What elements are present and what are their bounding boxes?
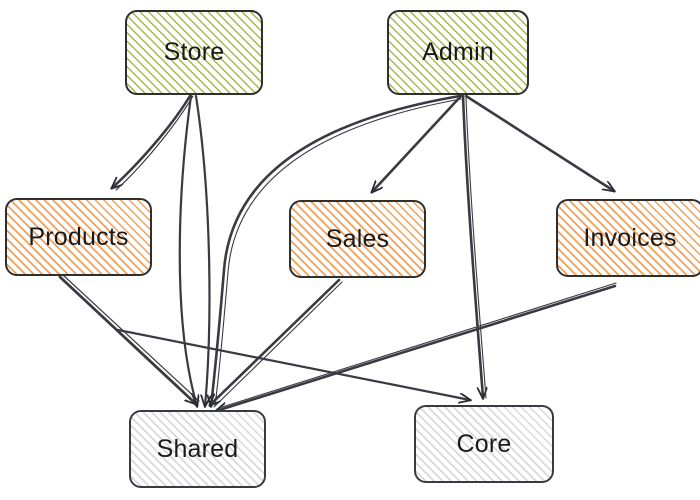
edge-store-products-shadow bbox=[115, 95, 194, 191]
edge-admin-shared bbox=[211, 94, 462, 406]
edge-products-shared bbox=[58, 275, 196, 404]
edge-products-core bbox=[116, 328, 470, 400]
node-products[interactable]: Products bbox=[5, 198, 152, 276]
edge-store-shared-a bbox=[178, 94, 197, 406]
edge-invoices-shared bbox=[216, 284, 617, 411]
edge-admin-sales bbox=[372, 94, 463, 192]
edge-sales-shared bbox=[210, 278, 341, 405]
edge-admin-core bbox=[461, 94, 483, 398]
node-shared[interactable]: Shared bbox=[129, 410, 266, 488]
edge-admin-shared-shadow bbox=[214, 98, 462, 407]
node-invoices[interactable]: Invoices bbox=[556, 199, 700, 277]
edge-store-products bbox=[112, 94, 192, 188]
node-products-label: Products bbox=[28, 222, 129, 251]
node-sales-label: Sales bbox=[325, 224, 390, 253]
node-store-label: Store bbox=[163, 38, 225, 66]
node-invoices-label: Invoices bbox=[583, 223, 677, 252]
node-admin-label: Admin bbox=[422, 38, 494, 66]
edge-products-shared-shadow bbox=[62, 274, 200, 402]
edge-sales-shared-shadow bbox=[213, 281, 343, 408]
edge-admin-core-shadow bbox=[465, 97, 487, 399]
node-sales[interactable]: Sales bbox=[289, 200, 426, 278]
node-core[interactable]: Core bbox=[414, 405, 554, 483]
node-admin[interactable]: Admin bbox=[387, 10, 529, 95]
node-core-label: Core bbox=[456, 429, 512, 458]
node-shared-label: Shared bbox=[156, 434, 239, 463]
edge-admin-invoices bbox=[464, 94, 614, 191]
edge-invoices-shared-shadow bbox=[218, 282, 617, 409]
node-store[interactable]: Store bbox=[125, 10, 263, 95]
edge-store-shared-b bbox=[194, 94, 209, 406]
